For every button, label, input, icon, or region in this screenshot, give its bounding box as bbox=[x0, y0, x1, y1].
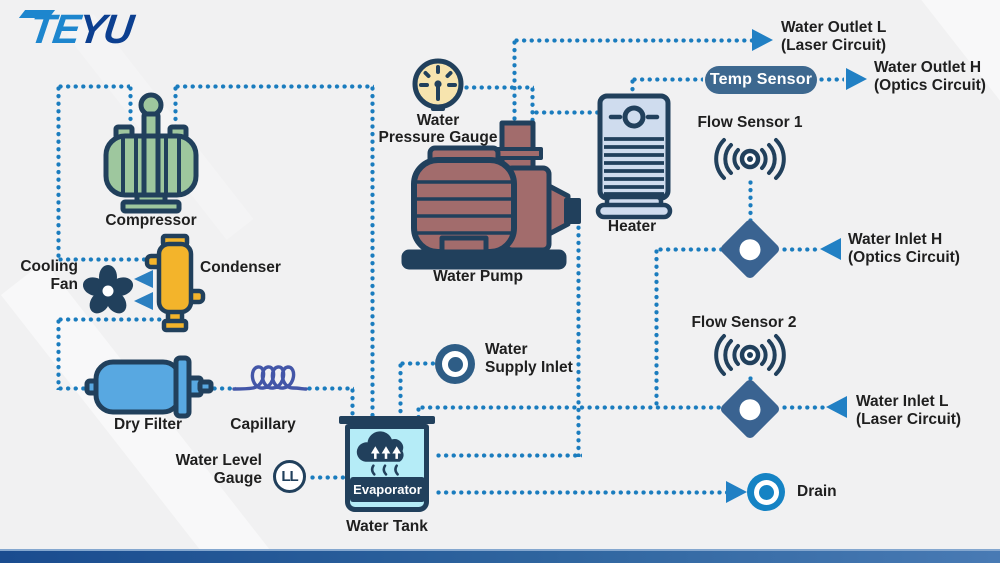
water-inlet-h-label: Water Inlet H(Optics Circuit) bbox=[848, 231, 960, 266]
logo-text-navy: YU bbox=[75, 6, 135, 52]
water-outlet-h-label: Water Outlet H(Optics Circuit) bbox=[874, 59, 986, 94]
capillary-icon bbox=[232, 365, 308, 391]
dotted-pipe bbox=[58, 257, 150, 262]
cooling-fan-icon bbox=[82, 265, 134, 314]
compressor-icon bbox=[103, 92, 199, 214]
water-pressure-gauge-icon bbox=[412, 58, 464, 111]
footer-bar bbox=[0, 549, 1000, 563]
dotted-pipe bbox=[58, 317, 162, 322]
dotted-pipe bbox=[212, 386, 236, 391]
compressor-label: Compressor bbox=[105, 212, 197, 229]
water-inlet-l-label: Water Inlet L(Laser Circuit) bbox=[856, 393, 962, 428]
dotted-pipe bbox=[307, 386, 354, 391]
dotted-pipe bbox=[632, 77, 703, 82]
dotted-pipe bbox=[58, 84, 130, 89]
water-pump-label: Water Pump bbox=[433, 268, 523, 285]
water-supply-inlet-icon bbox=[435, 344, 475, 384]
dotted-pipe bbox=[819, 77, 844, 82]
dotted-pipe bbox=[576, 210, 581, 457]
dotted-pipe bbox=[350, 388, 355, 418]
dotted-pipe bbox=[420, 405, 722, 410]
dotted-pipe bbox=[58, 386, 96, 391]
evaporator-label-badge: Evaporator bbox=[350, 477, 425, 502]
condenser-icon bbox=[144, 233, 206, 333]
airflow-arrow bbox=[134, 270, 153, 288]
capillary-label: Capillary bbox=[230, 416, 296, 433]
dotted-pipe bbox=[630, 79, 635, 97]
dotted-pipe bbox=[310, 475, 346, 480]
heater-icon bbox=[595, 93, 673, 220]
dotted-pipe bbox=[436, 453, 582, 458]
flow-sensor-1-label: Flow Sensor 1 bbox=[697, 114, 803, 131]
valve-water-inlet-h bbox=[718, 217, 782, 281]
logo-text-blue: TE bbox=[26, 6, 82, 52]
dotted-pipe bbox=[400, 361, 436, 366]
water-pump-icon bbox=[401, 120, 581, 270]
dotted-pipe bbox=[530, 87, 535, 125]
water-tank-lid bbox=[339, 416, 435, 424]
dotted-pipe bbox=[654, 249, 659, 409]
dotted-pipe bbox=[782, 405, 826, 410]
water-outlet-l-label: Water Outlet L(Laser Circuit) bbox=[781, 19, 887, 54]
dry-filter-label: Dry Filter bbox=[113, 416, 183, 433]
flow-arrow-water-outlet-l bbox=[752, 29, 773, 51]
evaporator-label: Evaporator bbox=[353, 482, 422, 497]
dotted-pipe bbox=[370, 86, 375, 420]
water-level-gauge-icon: LL bbox=[273, 460, 306, 493]
dotted-pipe bbox=[534, 110, 600, 115]
condenser-label: Condenser bbox=[200, 259, 281, 276]
flow-sensor-1-icon bbox=[714, 138, 786, 180]
evaporator-cloud-icon bbox=[356, 431, 404, 476]
dotted-pipe bbox=[173, 86, 178, 127]
dotted-pipe bbox=[416, 407, 421, 419]
dotted-pipe bbox=[464, 85, 534, 90]
dotted-pipe bbox=[175, 84, 374, 89]
dotted-pipe bbox=[398, 363, 403, 418]
flow-arrow-water-outlet-h bbox=[846, 68, 867, 90]
level-gauge-symbol: LL bbox=[281, 468, 298, 485]
drain-label: Drain bbox=[797, 483, 837, 500]
temp-sensor-label: Temp Sensor bbox=[709, 71, 813, 88]
temp-sensor-badge: Temp Sensor bbox=[705, 66, 817, 94]
dotted-pipe bbox=[56, 86, 61, 261]
dotted-pipe bbox=[512, 40, 517, 124]
airflow-arrow bbox=[134, 292, 153, 310]
heater-label: Heater bbox=[607, 218, 657, 235]
water-tank-label: Water Tank bbox=[346, 518, 428, 535]
flow-arrow-water-inlet-h bbox=[820, 238, 841, 260]
teyu-logo: TEYU bbox=[27, 6, 135, 53]
dotted-pipe bbox=[658, 247, 722, 252]
dotted-pipe bbox=[782, 247, 818, 252]
dotted-pipe bbox=[56, 319, 61, 390]
dotted-pipe bbox=[514, 38, 752, 43]
flow-sensor-2-label: Flow Sensor 2 bbox=[691, 314, 797, 331]
flow-arrow-drain bbox=[726, 481, 747, 503]
dotted-pipe bbox=[436, 490, 726, 495]
flow-arrow-water-inlet-l bbox=[826, 396, 847, 418]
dotted-pipe bbox=[128, 86, 133, 127]
dotted-pipe bbox=[748, 180, 753, 227]
flow-sensor-2-icon bbox=[714, 334, 786, 376]
valve-water-inlet-l bbox=[718, 377, 782, 441]
dry-filter-icon bbox=[84, 355, 214, 419]
drain-icon bbox=[747, 473, 785, 511]
